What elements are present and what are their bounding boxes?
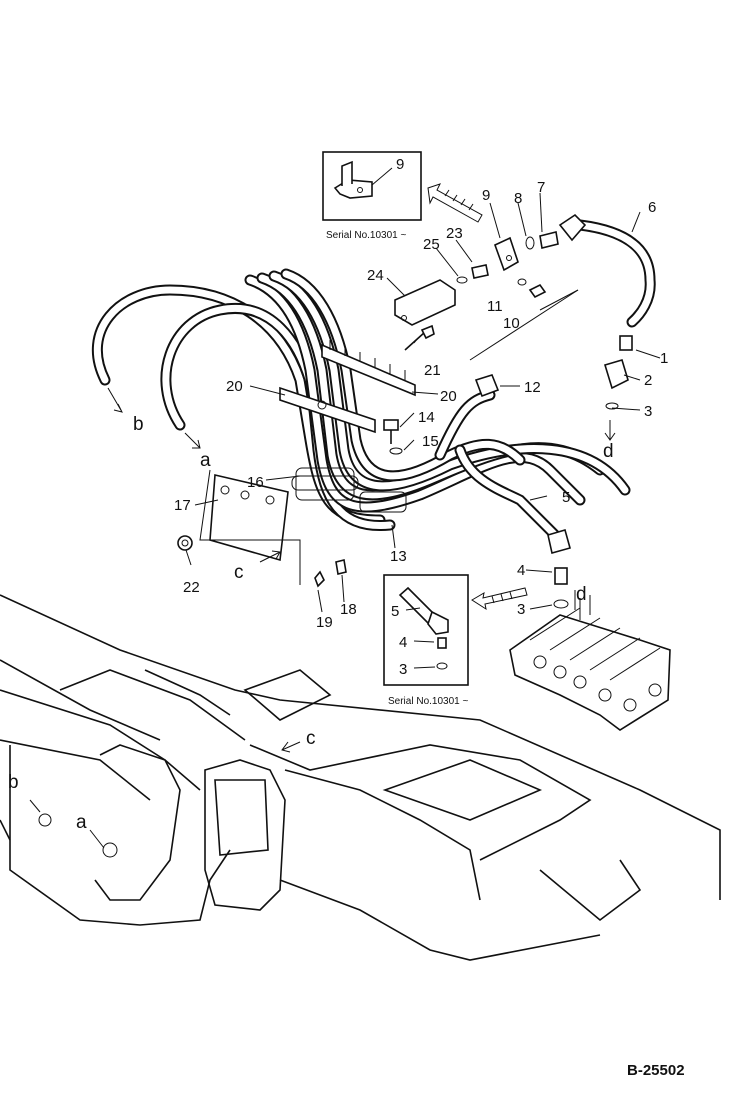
callout-13: 13 — [390, 548, 407, 565]
letter-b-bottom: b — [8, 772, 19, 793]
fittings-25-23 — [456, 264, 489, 284]
letter-d-top: d — [603, 441, 614, 462]
callout-3: 3 — [644, 403, 652, 420]
inset-top-box: 9 Serial No.10301 ~ — [322, 151, 422, 241]
inset-bottom-callout-5: 5 — [391, 603, 399, 620]
block-24 — [394, 279, 456, 326]
letter-a-bottom: a — [76, 812, 87, 833]
callout-8: 8 — [514, 190, 522, 207]
bolt-10-washer-11 — [517, 278, 547, 299]
fittings-8-7 — [525, 213, 587, 250]
callout-4: 4 — [517, 562, 525, 579]
callout-6: 6 — [648, 199, 656, 216]
callout-7: 7 — [537, 179, 545, 196]
callout-20-left: 20 — [226, 378, 243, 395]
connection-letters: a b c d a b c d — [8, 414, 614, 833]
callout-20-right: 20 — [440, 388, 457, 405]
inset-top-callout-9: 9 — [396, 156, 404, 173]
callout-25: 25 — [423, 236, 440, 253]
inset-bottom-box: 5 4 3 Serial No.10301 ~ — [383, 574, 469, 707]
callout-10: 10 — [503, 315, 520, 332]
callout-12: 12 — [524, 379, 541, 396]
callout-9: 9 — [482, 187, 490, 204]
inset-top-arrow — [427, 183, 483, 223]
fittings-1-2-3-right — [603, 335, 633, 410]
callout-3-valve: 3 — [517, 601, 525, 618]
drawing-code: B-25502 — [627, 1062, 685, 1079]
hose-bundle — [91, 219, 656, 541]
machine-body — [0, 594, 721, 961]
serial-note-bottom: Serial No.10301 ~ — [388, 696, 468, 707]
control-valve — [509, 590, 671, 731]
callout-18: 18 — [340, 601, 357, 618]
letter-d-valve: d — [576, 584, 587, 605]
callouts: 1 2 3 4 5 6 7 8 9 10 11 12 13 14 15 16 1… — [174, 179, 668, 631]
inset-bottom-callout-3: 3 — [399, 661, 407, 678]
callout-11: 11 — [487, 298, 503, 315]
callout-14: 14 — [418, 409, 435, 426]
bracket-20-left — [279, 386, 376, 434]
callout-16: 16 — [247, 474, 264, 491]
nut-22 — [177, 535, 193, 551]
callout-21: 21 — [424, 362, 441, 379]
bracket-20-top — [321, 340, 416, 397]
letter-a-top: a — [200, 450, 211, 471]
callout-15: 15 — [422, 433, 439, 450]
callout-24: 24 — [367, 267, 384, 284]
callout-5: 5 — [562, 489, 570, 506]
clip-18-19 — [314, 559, 347, 588]
letter-c-bottom: c — [306, 728, 316, 749]
bracket-9 — [493, 236, 519, 272]
leader-lines — [29, 192, 661, 849]
fitting-12 — [474, 374, 500, 398]
inset-bottom-callout-4: 4 — [399, 634, 407, 651]
bolt-14-washer-15 — [383, 419, 403, 455]
callout-23: 23 — [446, 225, 463, 242]
letter-b-top: b — [133, 414, 144, 435]
inset-bottom-arrow — [471, 587, 528, 611]
bolt-21 — [404, 324, 435, 351]
callout-1: 1 — [660, 350, 668, 367]
callout-2: 2 — [644, 372, 652, 389]
fittings-4-3-valve — [547, 529, 571, 609]
callout-22: 22 — [183, 579, 200, 596]
letter-c-top: c — [234, 562, 244, 583]
callout-17: 17 — [174, 497, 191, 514]
callout-19: 19 — [316, 614, 333, 631]
serial-note-top: Serial No.10301 ~ — [326, 230, 406, 241]
plate-17 — [209, 474, 289, 562]
